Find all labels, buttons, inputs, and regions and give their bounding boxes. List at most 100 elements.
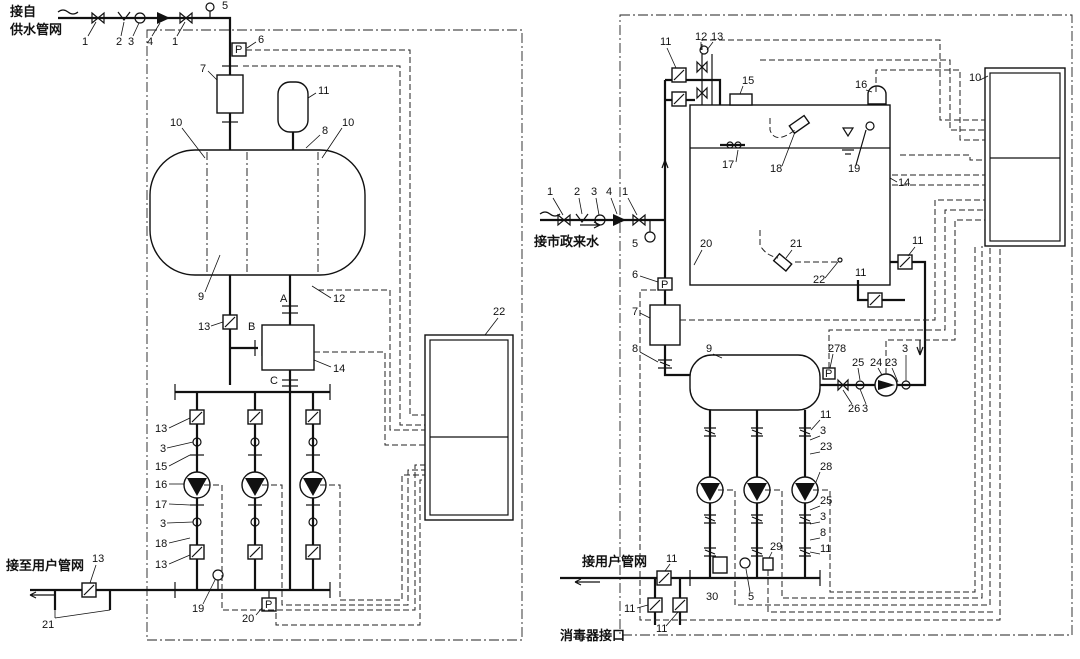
right-control-panel-10 [984,67,1066,247]
callout-left-A: A [280,293,288,305]
callout-right-1a: 1 [547,186,553,198]
callout-right-29: 29 [770,541,782,553]
right-user-label: 接用户管网 [582,554,647,570]
callout-left-3b: 3 [160,443,166,455]
callout-right-21: 21 [790,238,802,250]
left-drain-21 [53,590,112,610]
right-storage-tank-14 [689,104,891,286]
right-vent-15 [729,93,753,106]
callout-left-13d: 13 [92,553,104,565]
callout-left-13c: 13 [155,559,167,571]
callout-right-2: 2 [574,186,580,198]
callout-right-11h: 11 [656,623,667,635]
right-callouts: 接市政来水 接用户管网 消毒器接口 11 12 13 15 16 10 17 1… [534,31,989,644]
right-filter-7 [649,304,681,346]
right-pressure-vessel-9 [689,354,821,411]
callout-left-11: 11 [318,85,329,97]
callout-right-5: 5 [632,238,638,250]
left-pressure-tank-11 [277,81,309,133]
callout-left-15: 15 [155,461,167,473]
callout-right-11e: 11 [820,543,831,555]
left-pump-branch-1 [183,392,211,590]
callout-right-12: 12 [695,31,707,43]
callout-right-23: 23 [885,357,897,369]
callout-right-26: 26 [848,403,860,415]
callout-left-9: 9 [198,291,204,303]
right-system: P P [534,14,1073,644]
callout-right-4: 4 [606,186,612,198]
callout-right-3: 3 [591,186,597,198]
callout-left-19: 19 [192,603,204,615]
left-pump-branch-2 [241,392,269,590]
left-pressure-tag: P [235,44,242,56]
callout-left-22: 22 [493,306,505,318]
right-device-30 [712,556,728,574]
left-signal-lines [204,49,425,626]
right-pressure-tag-6: P [661,279,668,291]
callout-right-9: 9 [706,343,712,355]
callout-left-2: 2 [116,36,122,48]
right-equipment-boundary [619,14,1073,636]
callout-right-15: 15 [742,75,754,87]
callout-left-17: 17 [155,499,167,511]
right-pump-branch-1 [696,410,724,578]
callout-left-B: B [248,321,255,333]
left-box-14 [261,324,315,371]
callout-right-25: 25 [852,357,864,369]
left-user-label: 接至用户管网 [6,558,84,574]
callout-left-14: 14 [333,363,345,375]
left-supply-label-1: 接自 [10,4,36,20]
callout-left-20: 20 [242,613,254,625]
callout-left-16: 16 [155,479,167,491]
left-inlet-valves [91,2,215,25]
callout-left-18: 18 [155,538,167,550]
left-filter-7 [216,74,244,114]
right-sensor-29 [762,557,774,571]
callout-left-8: 8 [322,125,328,137]
callout-left-C: C [270,375,278,387]
right-city-label: 接市政来水 [534,234,600,250]
callout-right-25b: 25 [820,495,832,507]
callout-right-10: 10 [969,72,981,84]
callout-right-11d: 11 [820,409,831,421]
callout-right-5b: 5 [748,591,754,603]
callout-right-16: 16 [855,79,867,91]
right-pressure-tag-27: P [825,368,832,380]
left-control-panel-22 [424,334,514,521]
left-callouts: 接自 供水管网 接至用户管网 1 2 3 4 1 5 6 7 11 8 10 1… [6,0,505,631]
callout-right-23b: 23 [820,441,832,453]
callout-right-20: 20 [700,238,712,250]
callout-left-5: 5 [222,0,228,12]
callout-right-11a: 11 [660,36,671,48]
callout-left-3: 3 [128,36,134,48]
callout-left-1b: 1 [172,36,178,48]
callout-right-8b: 8 [840,343,846,355]
callout-right-3b: 3 [902,343,908,355]
callout-right-3e: 3 [820,511,826,523]
right-pump-branch-3 [791,410,819,578]
callout-left-1a: 1 [82,36,88,48]
left-pump-branch-3 [299,392,327,590]
callout-right-11b: 11 [912,235,923,247]
callout-right-8: 8 [632,343,638,355]
callout-right-11f: 11 [666,553,677,565]
right-inlet-valves [557,213,656,243]
callout-left-10a: 10 [170,117,182,129]
callout-right-1b: 1 [622,186,628,198]
callout-left-6: 6 [258,34,264,46]
left-break-symbol [57,9,79,15]
left-system: P [6,0,523,641]
callout-left-21: 21 [42,619,54,631]
left-pressure-tag-20: P [265,599,272,611]
left-main-vessel-8 [149,149,366,276]
callout-right-18: 18 [770,163,782,175]
callout-right-13: 13 [711,31,723,43]
callout-right-11g: 11 [624,603,635,615]
left-inlet-pipe [58,16,232,50]
callout-left-10b: 10 [342,117,354,129]
left-supply-label-2: 供水管网 [9,22,62,38]
callout-left-7: 7 [200,63,206,75]
callout-left-3c: 3 [160,518,166,530]
